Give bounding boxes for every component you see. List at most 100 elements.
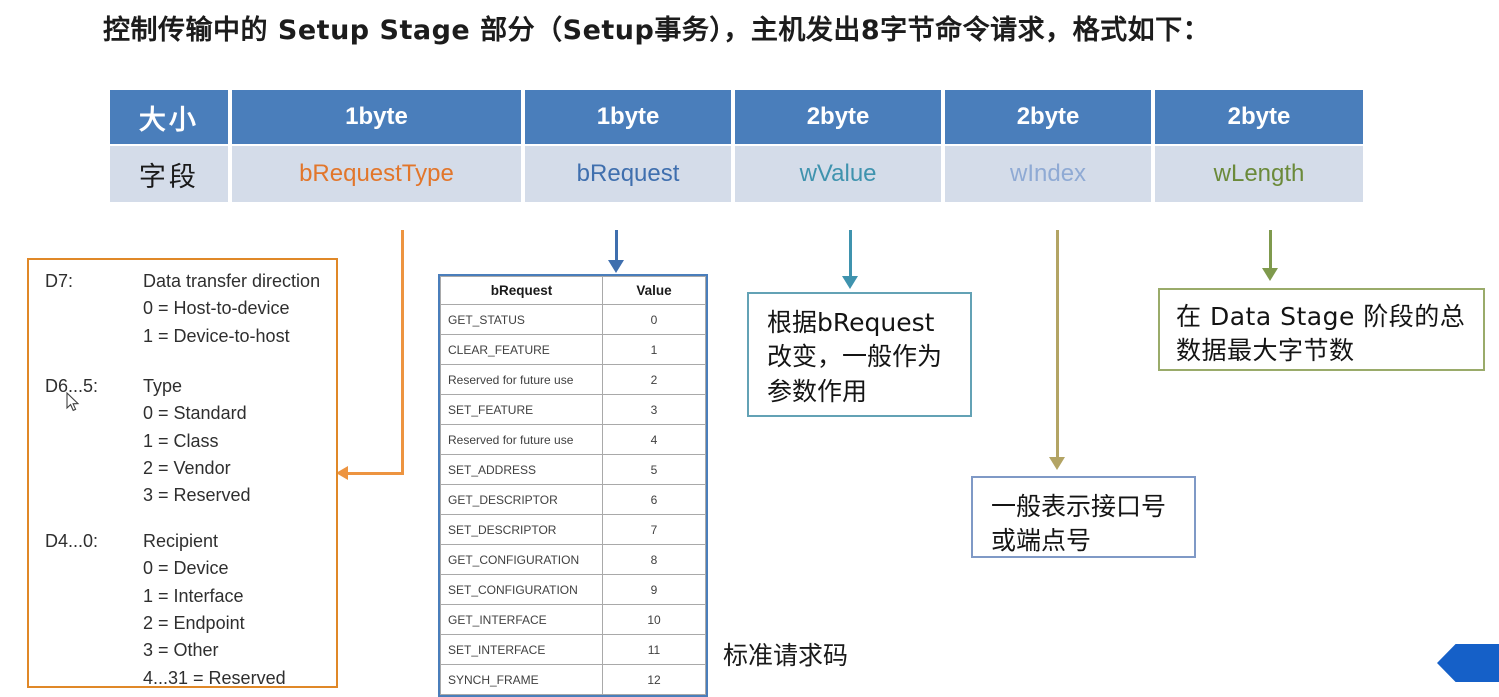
connector-bRequest-line [615, 230, 618, 264]
arrow-left-icon [336, 466, 348, 480]
size-cell-wValue: 2byte [735, 90, 942, 144]
bit-value: Data transfer direction [143, 271, 321, 291]
cell-request-name: SET_DESCRIPTOR [440, 514, 603, 545]
cell-request-value: 7 [602, 514, 706, 545]
page-title: 控制传输中的 Setup Stage 部分（Setup事务），主机发出8字节命令… [103, 15, 1211, 46]
row-label-size: 大小 [110, 90, 228, 144]
cell-request-name: Reserved for future use [440, 364, 603, 395]
bit-group-d7: D7: Data transfer direction 0 = Host-to-… [45, 268, 320, 350]
bit-group-d7-key: D7: [45, 271, 74, 291]
arrow-down-icon [1262, 268, 1278, 281]
cell-request-name: SET_FEATURE [440, 394, 603, 425]
cell-request-name: GET_DESCRIPTOR [440, 484, 603, 515]
size-cell-bRequestType: 1byte [231, 90, 522, 144]
row-label-field: 字段 [110, 146, 228, 202]
note-wIndex: 一般表示接口号或端点号 [971, 476, 1196, 558]
bit-value: 0 = Standard [143, 403, 247, 424]
cell-request-value: 3 [602, 394, 706, 425]
mouse-cursor-icon [66, 392, 80, 412]
bit-value: 2 = Vendor [143, 458, 231, 479]
bit-group-d4-d0-values: Recipient 0 = Device 1 = Interface 2 = E… [143, 528, 286, 692]
cell-request-name: SYNCH_FRAME [440, 664, 603, 695]
cell-request-name: SET_ADDRESS [440, 454, 603, 485]
spec-table-field-row: 字段 bRequestType bRequest wValue wIndex w… [110, 146, 1364, 202]
connector-wIndex-line [1056, 230, 1059, 460]
bit-value: 0 = Device [143, 558, 229, 579]
bit-value: 3 = Reserved [143, 485, 251, 506]
cell-request-value: 5 [602, 454, 706, 485]
bit-group-d7-values: Data transfer direction 0 = Host-to-devi… [143, 268, 320, 350]
cell-request-name: SET_CONFIGURATION [440, 574, 603, 605]
cell-request-name: GET_CONFIGURATION [440, 544, 603, 575]
cell-request-value: 2 [602, 364, 706, 395]
field-cell-wIndex: wIndex [945, 146, 1152, 202]
connector-wValue-line [849, 230, 852, 280]
size-cell-bRequest: 1byte [525, 90, 732, 144]
bit-value: 3 = Other [143, 640, 219, 661]
field-cell-wLength: wLength [1155, 146, 1364, 202]
table-header-row: bRequest Value [440, 276, 706, 305]
cell-request-value: 1 [602, 334, 706, 365]
bit-group-d6-d5-key: D6...5: [45, 376, 99, 396]
note-wLength: 在 Data Stage 阶段的总数据最大字节数 [1158, 288, 1485, 371]
cell-request-value: 6 [602, 484, 706, 515]
bit-value: Recipient [143, 531, 219, 551]
field-cell-bRequestType: bRequestType [231, 146, 522, 202]
bRequestType-detail-box: D7: Data transfer direction 0 = Host-to-… [27, 258, 338, 688]
bit-group-d6-d5: D6...5: Type 0 = Standard 1 = Class 2 = … [45, 373, 251, 510]
arrow-down-icon [608, 260, 624, 273]
bRequest-table-caption: 标准请求码 [723, 641, 849, 670]
arrow-down-icon [842, 276, 858, 289]
bit-value: 1 = Class [143, 430, 219, 451]
bit-value: 0 = Host-to-device [143, 298, 290, 319]
bit-group-d4-d0-key: D4...0: [45, 531, 99, 551]
column-header-value: Value [602, 276, 706, 305]
arrow-down-icon [1049, 457, 1065, 470]
note-wValue: 根据bRequest改变，一般作为参数作用 [747, 292, 972, 417]
cell-request-name: SET_INTERFACE [440, 634, 603, 665]
cell-request-value: 4 [602, 424, 706, 455]
cell-request-value: 0 [602, 304, 706, 335]
spec-table-size-row: 大小 1byte 1byte 2byte 2byte 2byte [110, 90, 1364, 144]
cell-request-value: 12 [602, 664, 706, 695]
connector-bRequestType-line2 [345, 472, 404, 475]
connector-bRequestType-line [401, 230, 404, 475]
cell-request-value: 11 [602, 634, 706, 665]
bit-value: 1 = Device-to-host [143, 325, 290, 346]
setup-packet-format-table: 大小 1byte 1byte 2byte 2byte 2byte 字段 bReq… [110, 90, 1364, 202]
cell-request-value: 9 [602, 574, 706, 605]
cell-request-value: 8 [602, 544, 706, 575]
bit-group-d4-d0: D4...0: Recipient 0 = Device 1 = Interfa… [45, 528, 286, 692]
chevron-right-icon [1437, 644, 1499, 682]
field-cell-wValue: wValue [735, 146, 942, 202]
bit-value: Type [143, 376, 183, 396]
cell-request-value: 10 [602, 604, 706, 635]
cell-request-name: CLEAR_FEATURE [440, 334, 603, 365]
bit-value: 2 = Endpoint [143, 613, 245, 634]
size-cell-wIndex: 2byte [945, 90, 1152, 144]
cell-request-name: GET_STATUS [440, 304, 603, 335]
cell-request-name: Reserved for future use [440, 424, 603, 455]
size-cell-wLength: 2byte [1155, 90, 1364, 144]
bit-group-d6-d5-values: Type 0 = Standard 1 = Class 2 = Vendor 3… [143, 373, 251, 510]
column-header-bRequest: bRequest [440, 276, 603, 305]
cell-request-name: GET_INTERFACE [440, 604, 603, 635]
field-cell-bRequest: bRequest [525, 146, 732, 202]
bit-value: 4...31 = Reserved [143, 667, 286, 688]
connector-wLength-line [1269, 230, 1272, 272]
bit-value: 1 = Interface [143, 585, 244, 606]
